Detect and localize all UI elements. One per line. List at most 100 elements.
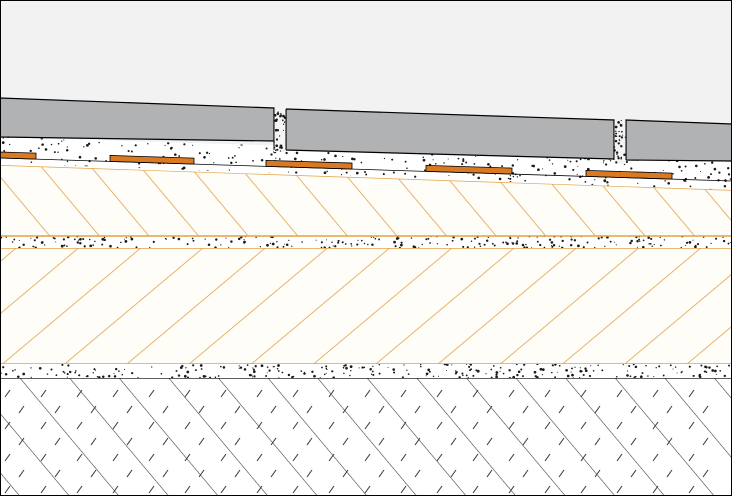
speckle [369,367,372,371]
speckle [183,374,187,378]
speckle [238,147,240,149]
speckle [609,160,612,162]
concrete-dash [702,405,709,414]
speckle [400,241,403,244]
speckle [551,245,554,248]
concrete-dash [580,389,587,398]
concrete-dash [688,453,695,462]
speckle [507,177,510,180]
speckle [178,155,181,157]
speckle [541,368,545,371]
speckle [419,365,422,368]
speckle [118,370,120,372]
speckle [461,372,464,375]
concrete-dash [292,453,299,462]
speckle [192,364,195,367]
speckle [698,373,702,377]
concrete-dash [544,389,551,398]
speckle [214,246,217,248]
speckle [340,174,343,176]
concrete-dash [652,453,659,462]
speckle [443,364,447,366]
speckle [516,373,519,377]
speckle [288,239,290,242]
speckle [501,165,504,168]
speckle [604,245,606,248]
speckle [62,238,65,241]
concrete-dash [220,389,227,398]
concrete-dash [486,437,493,446]
speckle [123,238,125,240]
speckle [588,158,590,161]
speckle [243,239,245,241]
speckle [68,370,72,374]
speckle [282,129,285,131]
concrete-dash [90,405,97,414]
concrete-dash [580,421,587,430]
concrete-dash [450,405,457,414]
speckle [457,157,460,160]
concrete-dash [90,469,97,478]
speckle [92,244,95,246]
speckle [198,152,201,155]
concrete-dash [414,469,421,478]
speckle [301,241,303,243]
speckle [576,173,578,176]
speckle [467,377,470,378]
concrete-dash [76,453,83,462]
speckle [371,243,374,247]
speckle [542,168,544,170]
speckle [209,376,212,378]
speckle [516,240,519,243]
speckle [438,375,440,377]
speckle [313,374,316,378]
speckle [275,149,277,152]
speckle [344,364,347,367]
speckle [550,241,554,244]
speckle [571,373,574,377]
speckle [716,365,719,368]
speckle [349,374,351,377]
concrete-dash [666,437,673,446]
speckle [53,237,56,240]
speckle [634,375,637,378]
speckle [689,185,692,188]
speckle [554,364,557,366]
speckle [61,364,64,366]
speckle [495,371,499,374]
speckle [582,373,585,377]
concrete-dash [472,389,479,398]
speckle [170,146,173,149]
speckle [131,371,134,375]
speckle [397,237,400,240]
speckle [723,374,726,378]
speckle [422,156,425,159]
concrete-dash [522,469,529,478]
speckle [620,144,623,148]
speckle [575,160,578,163]
speckle [278,158,281,160]
speckle [268,369,271,372]
speckle [421,243,423,246]
speckle [485,373,487,375]
speckle [495,375,498,378]
speckle [462,158,465,161]
concrete-dash [270,405,277,414]
speckle [676,372,678,374]
speckle [30,367,32,369]
speckle [164,237,167,240]
speckle [363,170,367,174]
speckle [702,236,705,238]
speckle [281,119,284,122]
speckle [536,376,539,378]
speckle [57,151,59,153]
speckle [509,177,512,180]
speckle [406,167,408,169]
speckle [688,365,691,368]
speckle [403,364,405,366]
speckle [277,370,280,372]
speckle [66,373,69,376]
speckle [343,372,345,375]
concrete-dash [148,421,155,430]
speckle [63,372,66,374]
